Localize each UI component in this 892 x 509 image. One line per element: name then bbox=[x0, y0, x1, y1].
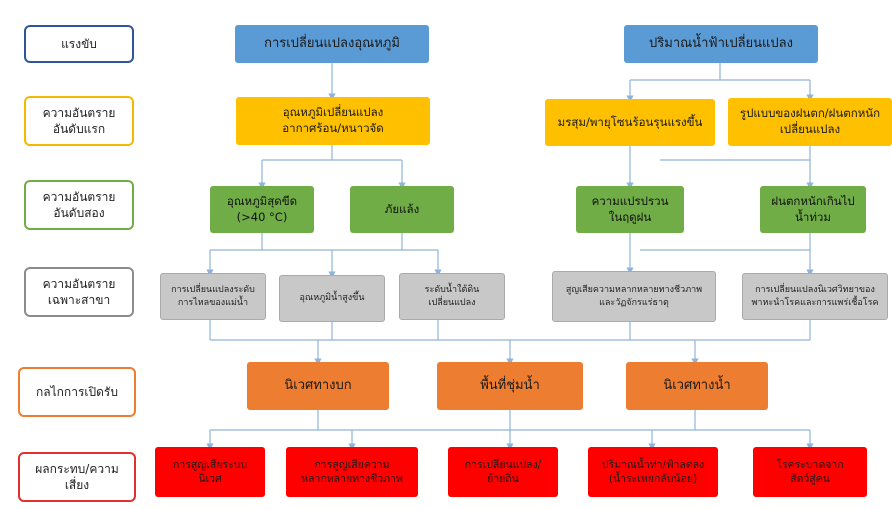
secondary-drought: ภัยแล้ง bbox=[350, 186, 454, 233]
impact-runoff-decrease: ปริมาณน้ำท่า/ฟ้าลดลง (น้ำระเหยกลับน้อย) bbox=[588, 447, 718, 497]
exposure-terrestrial: นิเวศทางบก bbox=[247, 362, 389, 410]
row-label-impact: ผลกระทบ/ความ เสี่ยง bbox=[18, 452, 136, 502]
secondary-heavy-rain-flood: ฝนตกหนักเกินไป น้ำท่วม bbox=[760, 186, 866, 233]
specific-river-level: การเปลี่ยนแปลงระดับ การไหลของแม่น้ำ bbox=[160, 273, 266, 320]
primary-storm: มรสุม/พายุโซนร้อนรุนแรงขึ้น bbox=[545, 99, 715, 146]
row-label-exposure: กลไกการเปิดรับ bbox=[18, 367, 136, 417]
impact-ecosystem-loss: การสูญเสียระบบ นิเวศ bbox=[155, 447, 265, 497]
impact-migration: การเปลี่ยนแปลง/ ย้ายถิ่น bbox=[448, 447, 558, 497]
driver-rainfall-change: ปริมาณน้ำฟ้าเปลี่ยนแปลง bbox=[624, 25, 818, 63]
row-label-secondary-hazard: ความอันตราย อันดับสอง bbox=[24, 180, 134, 230]
specific-disease-ecology: การเปลี่ยนแปลงนิเวศวิทยาของ พาหะนำโรคและ… bbox=[742, 273, 888, 320]
row-label-driver: แรงขับ bbox=[24, 25, 134, 63]
primary-rain-pattern: รูปแบบของฝนตก/ฝนตกหนัก เปลี่ยนแปลง bbox=[728, 98, 892, 146]
specific-biodiversity-loss: สูญเสียความหลากหลายทางชีวภาพ และวัฏจักรแ… bbox=[552, 271, 716, 322]
row-label-primary-hazard: ความอันตราย อันดับแรก bbox=[24, 96, 134, 146]
exposure-aquatic: นิเวศทางน้ำ bbox=[626, 362, 768, 410]
secondary-extreme-heat: อุณหภูมิสุดขีด (>40 °C) bbox=[210, 186, 314, 233]
impact-zoonotic-disease: โรคระบาดจาก สัตว์สู่คน bbox=[753, 447, 867, 497]
row-label-specific-hazard: ความอันตราย เฉพาะสาขา bbox=[24, 267, 134, 317]
primary-temp-weather: อุณหภูมิเปลี่ยนแปลง อากาศร้อน/หนาวจัด bbox=[236, 97, 430, 145]
driver-temperature-change: การเปลี่ยนแปลงอุณหภูมิ bbox=[235, 25, 429, 63]
specific-groundwater: ระดับน้ำใต้ดิน เปลี่ยนแปลง bbox=[399, 273, 505, 320]
secondary-rainy-season: ความแปรปรวน ในฤดูฝน bbox=[576, 186, 684, 233]
impact-biodiversity-loss: การสูญเสียความ หลากหลายทางชีวภาพ bbox=[286, 447, 418, 497]
exposure-wetland: พื้นที่ชุ่มน้ำ bbox=[437, 362, 583, 410]
specific-water-temp: อุณหภูมิน้ำสูงขึ้น bbox=[279, 275, 385, 322]
